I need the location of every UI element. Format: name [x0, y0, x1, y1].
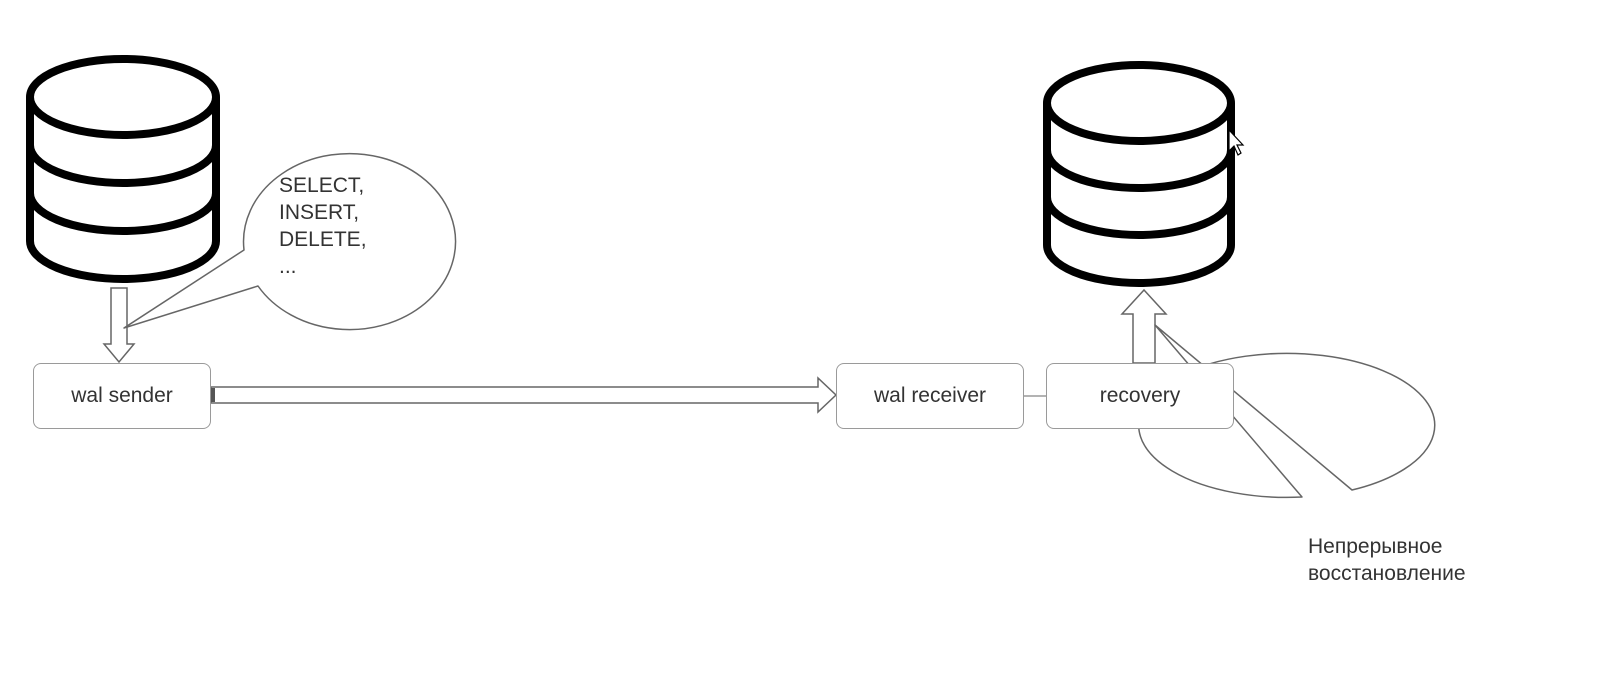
- wal-receiver-node: wal receiver: [836, 363, 1024, 429]
- statement-select: SELECT,: [279, 174, 365, 197]
- statements-callout-text: SELECT, INSERT, DELETE, ...: [279, 172, 367, 280]
- statement-ellipsis: ...: [279, 255, 297, 278]
- stream-arrow: [210, 376, 838, 414]
- down-arrow: [102, 287, 136, 364]
- continuous-recovery-line-1: Непрерывное: [1308, 535, 1443, 558]
- recovery-label: recovery: [1099, 384, 1181, 407]
- mouse-pointer-icon: [1228, 128, 1245, 156]
- stream-arrow-tail: [210, 388, 215, 402]
- statement-delete: DELETE,: [279, 228, 367, 251]
- replica-database-icon: [1043, 61, 1235, 287]
- continuous-recovery-callout-text: Непрерывное восстановление: [1308, 533, 1466, 587]
- continuous-recovery-line-2: восстановление: [1308, 562, 1466, 585]
- up-arrow: [1120, 288, 1168, 364]
- recovery-node: recovery: [1046, 363, 1234, 429]
- wal-sender-label: wal sender: [71, 384, 173, 407]
- wal-receiver-label: wal receiver: [873, 384, 987, 407]
- primary-database-icon: [26, 55, 220, 283]
- statements-callout-bubble: [123, 152, 457, 331]
- wal-sender-node: wal sender: [33, 363, 211, 429]
- statement-insert: INSERT,: [279, 201, 360, 224]
